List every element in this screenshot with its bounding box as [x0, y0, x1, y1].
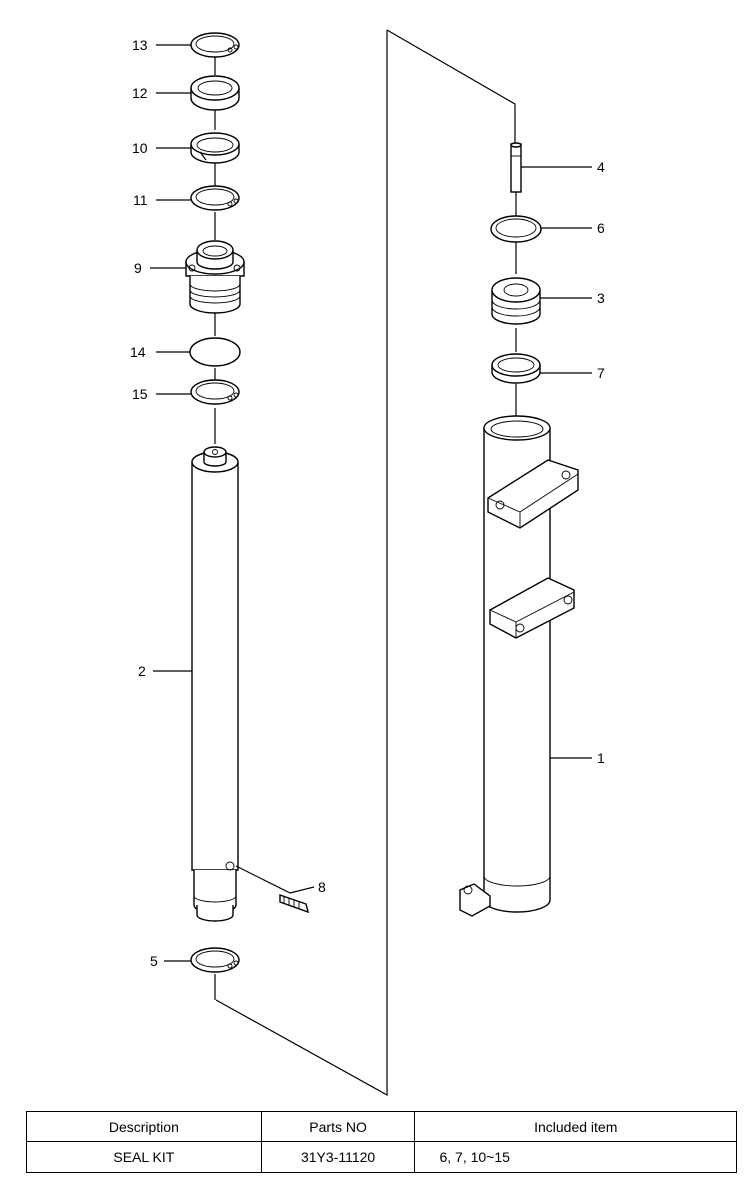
- table-row: SEAL KIT 31Y3-11120 6, 7, 10~15: [26, 1141, 737, 1173]
- part-2-rod: [191, 446, 239, 922]
- callout-12: 12: [132, 85, 148, 101]
- part-5-snap-ring: [190, 947, 240, 973]
- part-4-pin: [510, 142, 522, 193]
- callout-9: 9: [134, 260, 142, 276]
- seal-kit-table: Description Parts NO Included item SEAL …: [26, 1111, 737, 1173]
- part-1-cylinder-tube: [459, 415, 579, 917]
- cell-parts-no: 31Y3-11120: [260, 1141, 416, 1173]
- callout-4: 4: [597, 159, 605, 175]
- header-parts-no: Parts NO: [260, 1111, 416, 1142]
- part-8-pin: [279, 894, 309, 914]
- callout-14: 14: [130, 344, 146, 360]
- assembly-lines: [214, 29, 517, 1097]
- part-6-ring: [490, 215, 542, 243]
- callout-8: 8: [318, 879, 326, 895]
- callout-5: 5: [150, 953, 158, 969]
- cell-included-item: 6, 7, 10~15: [414, 1141, 737, 1173]
- callout-1: 1: [597, 750, 605, 766]
- part-14-o-ring: [189, 337, 241, 367]
- part-10-split-ring: [190, 132, 240, 164]
- callout-2: 2: [138, 663, 146, 679]
- part-15-snap-ring: [190, 379, 240, 405]
- part-7-ring: [491, 353, 541, 384]
- header-included-item: Included item: [414, 1111, 737, 1142]
- exploded-parts-diagram: 13 12 10 11 9 14 15 2 8 5 4 6 3 7 1: [130, 29, 605, 1097]
- header-description: Description: [26, 1111, 262, 1142]
- callout-10: 10: [132, 140, 148, 156]
- table-header-row: Description Parts NO Included item: [26, 1111, 737, 1142]
- callout-3: 3: [597, 290, 605, 306]
- part-9-gland: [185, 240, 245, 314]
- callout-15: 15: [132, 386, 148, 402]
- callout-7: 7: [597, 365, 605, 381]
- part-13-snap-ring: [190, 32, 240, 58]
- callout-13: 13: [132, 37, 148, 53]
- cell-description: SEAL KIT: [26, 1141, 262, 1173]
- part-3-piston: [491, 277, 541, 325]
- callout-11: 11: [133, 192, 148, 208]
- part-12-backup-ring: [190, 75, 240, 111]
- callout-6: 6: [597, 220, 605, 236]
- callouts: 13 12 10 11 9 14 15 2 8 5 4 6 3 7 1: [130, 37, 605, 969]
- part-11-snap-ring: [190, 185, 240, 211]
